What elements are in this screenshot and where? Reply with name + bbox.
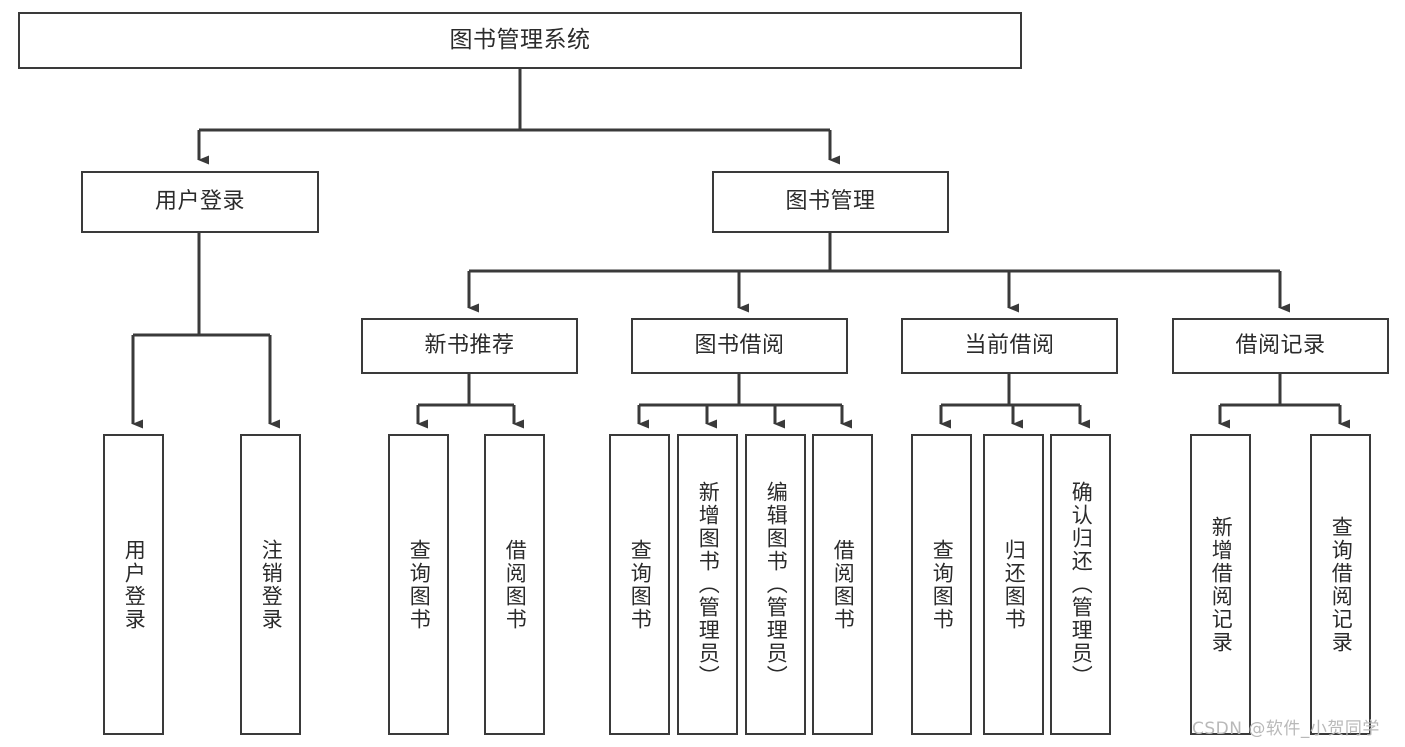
node-leaf-query-book-rec[interactable]: 查询图书 (388, 434, 449, 735)
node-leaf-confirm-return[interactable]: 确认归还（管理员） (1050, 434, 1111, 735)
node-leaf-add-book-label: 新增图书（管理员） (696, 481, 721, 688)
node-user-login[interactable]: 用户登录 (81, 171, 319, 233)
node-leaf-user-logout-label: 注销登录 (259, 538, 284, 631)
node-leaf-add-book[interactable]: 新增图书（管理员） (677, 434, 738, 735)
node-leaf-edit-book[interactable]: 编辑图书（管理员） (745, 434, 806, 735)
node-book-borrow[interactable]: 图书借阅 (631, 318, 848, 374)
node-borrow-record[interactable]: 借阅记录 (1172, 318, 1389, 374)
node-new-book-recommend[interactable]: 新书推荐 (361, 318, 578, 374)
node-book-manage-label: 图书管理 (785, 188, 876, 214)
node-leaf-edit-book-label: 编辑图书（管理员） (764, 481, 789, 688)
node-root-label: 图书管理系统 (449, 26, 591, 53)
node-leaf-query-book-rec-label: 查询图书 (407, 538, 432, 631)
node-current-borrow[interactable]: 当前借阅 (901, 318, 1118, 374)
node-leaf-query-book-current-label: 查询图书 (930, 538, 955, 631)
node-leaf-borrow-book[interactable]: 借阅图书 (812, 434, 873, 735)
node-leaf-query-book-borrow[interactable]: 查询图书 (609, 434, 670, 735)
node-leaf-query-record-label: 查询借阅记录 (1329, 515, 1354, 654)
node-leaf-confirm-return-label: 确认归还（管理员） (1069, 481, 1094, 688)
node-leaf-add-record-label: 新增借阅记录 (1209, 515, 1234, 654)
node-current-borrow-label: 当前借阅 (964, 332, 1055, 358)
node-leaf-query-book-borrow-label: 查询图书 (628, 538, 653, 631)
node-leaf-borrow-book-rec-label: 借阅图书 (503, 538, 528, 631)
node-leaf-user-logout[interactable]: 注销登录 (240, 434, 301, 735)
node-user-login-label: 用户登录 (154, 188, 245, 214)
node-leaf-query-record[interactable]: 查询借阅记录 (1310, 434, 1371, 735)
node-leaf-borrow-book-rec[interactable]: 借阅图书 (484, 434, 545, 735)
node-borrow-record-label: 借阅记录 (1235, 332, 1326, 358)
node-leaf-return-book[interactable]: 归还图书 (983, 434, 1044, 735)
node-leaf-borrow-book-label: 借阅图书 (831, 538, 856, 631)
node-leaf-return-book-label: 归还图书 (1002, 538, 1027, 631)
node-leaf-query-book-current[interactable]: 查询图书 (911, 434, 972, 735)
node-root-system[interactable]: 图书管理系统 (18, 12, 1022, 69)
node-leaf-user-login[interactable]: 用户登录 (103, 434, 164, 735)
node-leaf-add-record[interactable]: 新增借阅记录 (1190, 434, 1251, 735)
node-leaf-user-login-label: 用户登录 (122, 538, 147, 631)
node-new-book-recommend-label: 新书推荐 (424, 332, 515, 358)
node-book-borrow-label: 图书借阅 (694, 332, 785, 358)
node-book-manage[interactable]: 图书管理 (712, 171, 949, 233)
